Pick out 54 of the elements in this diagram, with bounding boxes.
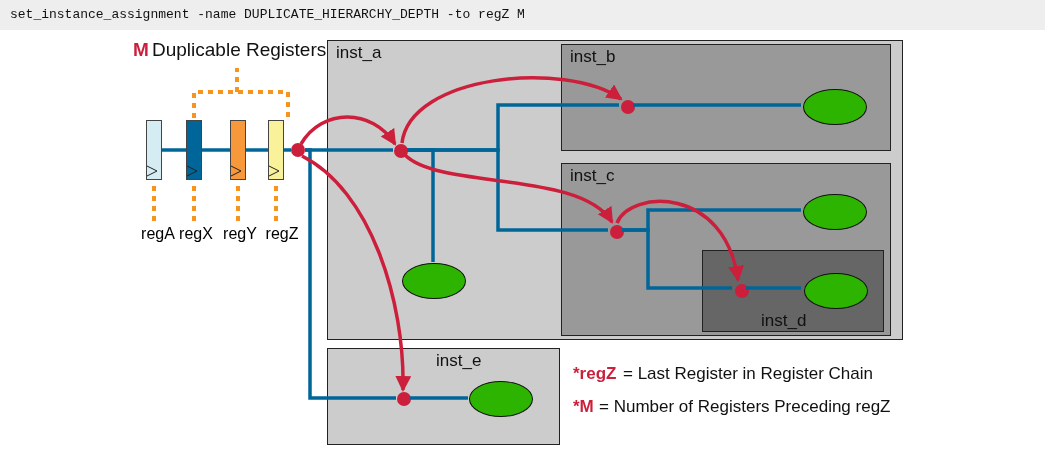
instance-box xyxy=(327,348,560,445)
instance-name: inst_e xyxy=(436,351,482,371)
note-term: *M xyxy=(573,397,594,417)
logic-ellipse xyxy=(402,263,466,299)
instance-box xyxy=(561,44,891,151)
junction-dot xyxy=(610,225,624,239)
junction-dot xyxy=(621,100,635,114)
wire xyxy=(633,103,801,107)
wire xyxy=(410,396,468,400)
count-symbol: M xyxy=(133,40,149,60)
instance-name: inst_d xyxy=(761,311,807,331)
leader-line xyxy=(152,183,156,221)
group-heading: Duplicable Registers xyxy=(152,40,327,60)
arrow xyxy=(615,199,743,282)
leader-line xyxy=(236,183,240,221)
wire xyxy=(202,148,230,152)
note-text: = Number of Registers Preceding regZ xyxy=(599,397,891,417)
arrow xyxy=(404,153,614,224)
wire xyxy=(246,148,268,152)
junction-dot xyxy=(735,284,749,298)
junction-dot xyxy=(394,144,408,158)
register-symbol xyxy=(186,120,202,180)
logic-ellipse xyxy=(803,194,867,230)
instance-box xyxy=(561,163,891,336)
leader-line xyxy=(274,183,278,221)
instance-box xyxy=(327,40,903,340)
register-symbol xyxy=(230,120,246,180)
instance-name: inst_a xyxy=(336,43,382,63)
instance-box xyxy=(702,250,884,332)
register-symbol xyxy=(268,120,284,180)
logic-ellipse xyxy=(803,89,867,125)
note-text: = Last Register in Register Chain xyxy=(623,364,873,384)
instance-name: inst_b xyxy=(570,47,616,67)
note-term: *regZ xyxy=(573,364,617,384)
register-symbol xyxy=(146,120,162,180)
wire xyxy=(305,148,396,400)
arrow xyxy=(400,76,623,144)
logic-ellipse xyxy=(469,381,533,417)
wire xyxy=(284,148,291,152)
wire xyxy=(622,228,732,290)
wire xyxy=(407,148,608,232)
register-name: regY xyxy=(221,222,259,246)
junction-dot xyxy=(291,143,305,157)
register-name: regX xyxy=(177,222,215,246)
arrow xyxy=(301,154,411,392)
leader-line xyxy=(192,183,196,221)
logic-ellipse xyxy=(804,273,868,309)
register-name: regZ xyxy=(263,222,301,246)
instance-name: inst_c xyxy=(570,166,615,186)
register-name: regA xyxy=(139,222,177,246)
junction-dot xyxy=(397,392,411,406)
arrow xyxy=(299,115,397,146)
wire xyxy=(746,286,801,290)
wire xyxy=(162,148,186,152)
